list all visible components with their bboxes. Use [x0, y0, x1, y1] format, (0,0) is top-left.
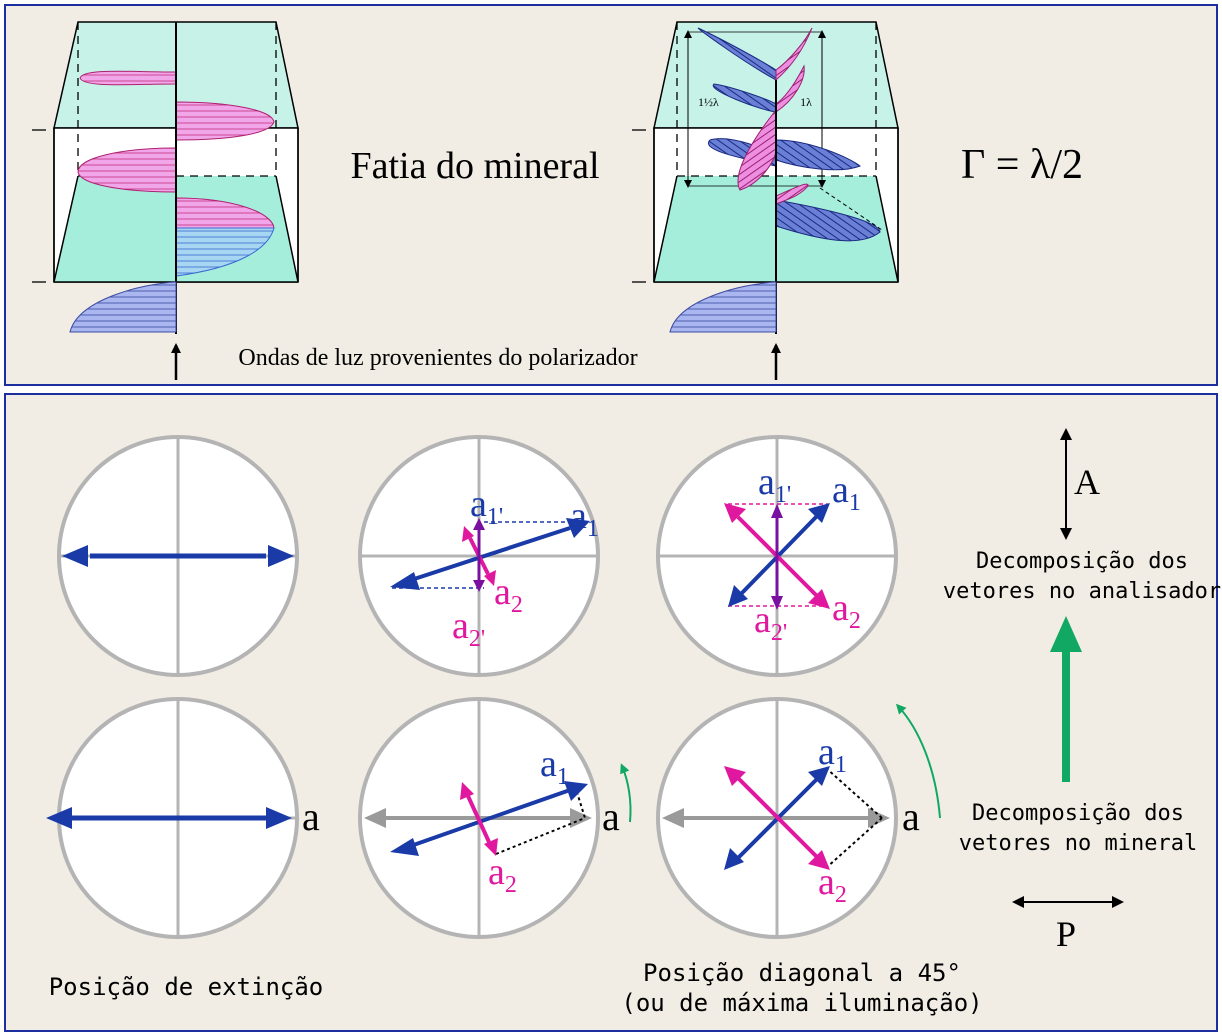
- circle-diagonal-analyzer: [656, 435, 898, 677]
- label-a-extinction: a: [302, 794, 320, 839]
- diagonal-caption-line2: (ou de máxima iluminação): [621, 989, 982, 1017]
- label-a1-mineral-diag: a1: [818, 731, 847, 778]
- polarizer-direction-arrow: [1012, 896, 1124, 908]
- analyzer-decomposition-line1: Decomposição dos: [976, 549, 1188, 574]
- circle-intermediate-mineral: [358, 697, 600, 939]
- label-a1-mid: a1: [570, 495, 599, 542]
- label-a1-diag: a1: [832, 469, 861, 516]
- label-a-intermediate: a: [602, 794, 620, 839]
- label-a2-mid: a2: [494, 571, 523, 618]
- rotation-arc-large: [895, 703, 941, 819]
- label-a2-mineral-mid: a2: [488, 851, 517, 898]
- right-crystal-block: [632, 21, 899, 380]
- analyzer-label: A: [1074, 462, 1100, 502]
- analyzer-direction-arrow: [1060, 428, 1072, 540]
- label-a1prime-mid: a1': [470, 483, 503, 530]
- label-a-diagonal: a: [902, 794, 920, 839]
- polarizer-label: P: [1056, 914, 1076, 954]
- label-a2-mineral-diag: a2: [818, 861, 847, 908]
- circle-intermediate-analyzer: [358, 435, 600, 677]
- mineral-decomposition-line1: Decomposição dos: [972, 801, 1184, 826]
- extinction-caption: Posição de extinção: [49, 973, 324, 1001]
- circle-extinction-analyzer: [57, 435, 299, 677]
- mineral-decomposition-line2: vetores no mineral: [959, 831, 1197, 856]
- left-crystal-block: [32, 21, 299, 380]
- polarizer-waves-label: Ondas de luz provenientes do polarizador: [238, 345, 637, 371]
- retardation-formula: Γ = λ/2: [961, 142, 1083, 188]
- label-a2prime-diag: a2': [754, 599, 787, 646]
- diagonal-caption-line1: Posição diagonal a 45°: [643, 959, 961, 987]
- rotation-arc-small: [620, 763, 632, 823]
- label-a1-mineral-mid: a1: [540, 743, 569, 790]
- label-a1prime-diag: a1': [758, 461, 791, 508]
- label-a2prime-mid: a2': [452, 605, 485, 652]
- circle-extinction-mineral: [46, 697, 299, 939]
- dimension-one-half-lambda: 1½λ: [698, 95, 719, 109]
- dimension-one-lambda: 1λ: [800, 95, 812, 109]
- analyzer-decomposition-line2: vetores no analisador: [943, 579, 1221, 604]
- label-a2-diag: a2: [832, 587, 861, 634]
- circle-diagonal-mineral: [656, 697, 898, 939]
- decomposition-up-arrow: [1050, 616, 1082, 782]
- slice-label: Fatia do mineral: [350, 145, 599, 187]
